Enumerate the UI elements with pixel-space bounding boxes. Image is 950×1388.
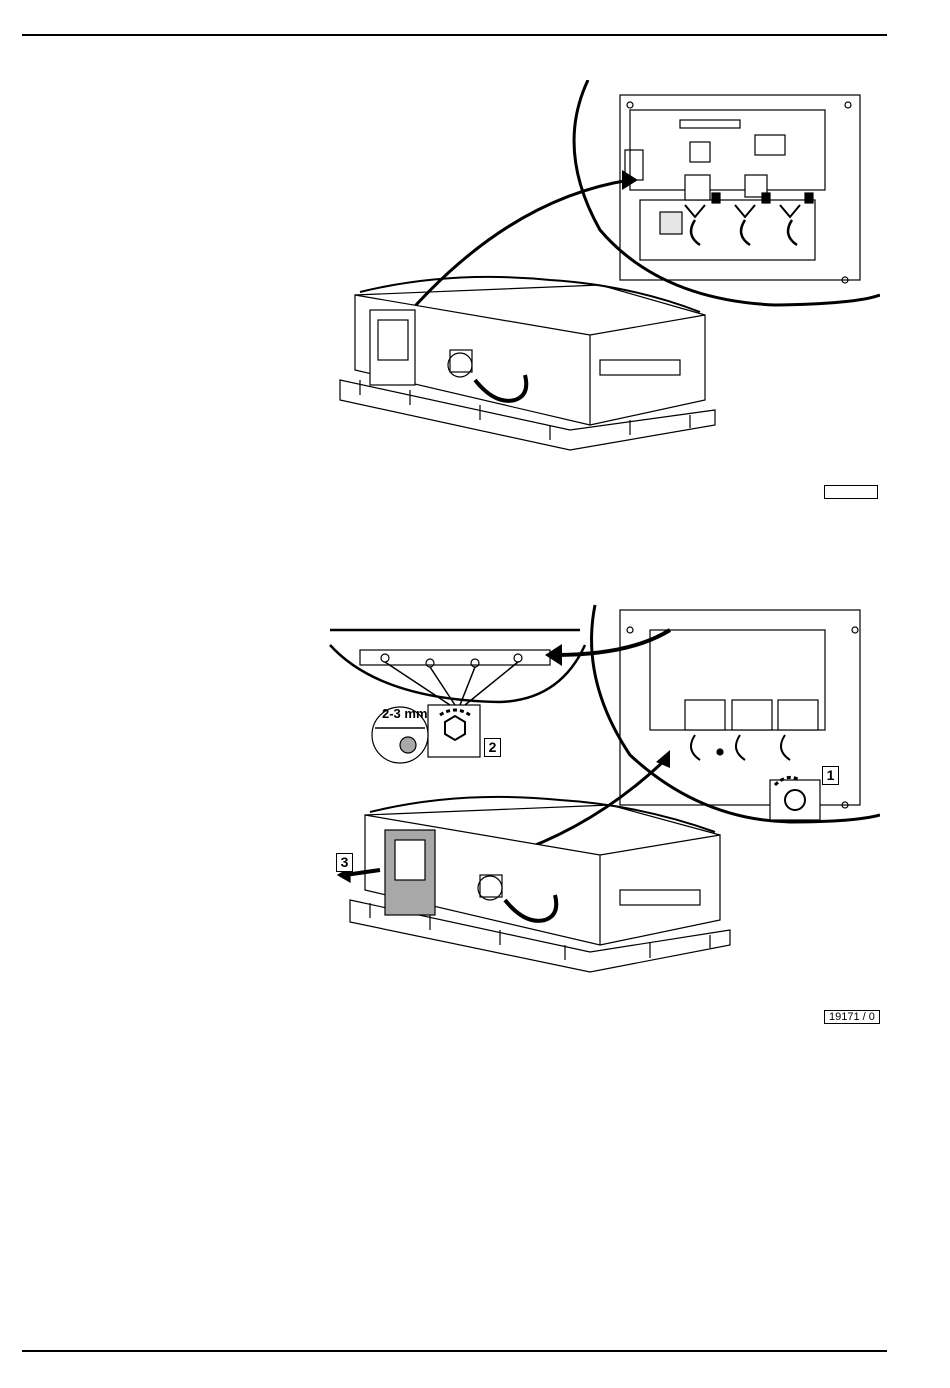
step-3-badge: 3 xyxy=(336,853,353,872)
zoom-detail-circuit-board xyxy=(574,80,880,305)
machine-on-pallet xyxy=(340,277,715,450)
header-rule xyxy=(22,34,887,36)
figure-2-illustration xyxy=(300,600,880,1020)
figure-1-illustration xyxy=(300,80,880,500)
footer-rule xyxy=(22,1350,887,1352)
step-2-badge: 2 xyxy=(484,738,501,757)
step-1-badge: 1 xyxy=(822,766,839,785)
figure-2-reference-box: 19171 / 0 xyxy=(824,1010,880,1024)
figure-2-drawing xyxy=(300,600,880,1020)
machine-on-pallet-2 xyxy=(338,797,730,972)
zoom-detail-circuit-board-2 xyxy=(592,605,880,822)
figure-1-drawing xyxy=(300,80,880,500)
figure-1-reference-box xyxy=(824,485,878,499)
dimension-label: 2-3 mm xyxy=(382,706,428,721)
left-detail-bracket xyxy=(330,630,585,763)
